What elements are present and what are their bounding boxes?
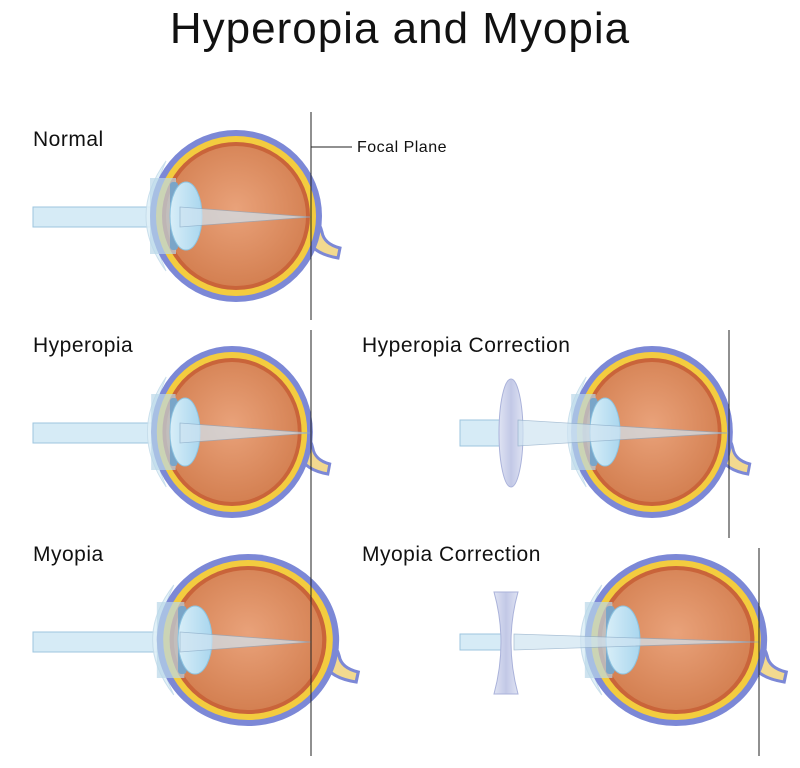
hyperopia-correction-eye bbox=[459, 345, 752, 519]
concave-lens bbox=[493, 591, 519, 695]
normal-label: Normal bbox=[33, 128, 104, 151]
hyperopia-correction-label: Hyperopia Correction bbox=[362, 334, 571, 357]
focal-plane-label: Focal Plane bbox=[357, 139, 447, 156]
myopia-eye bbox=[32, 553, 360, 727]
page-title: Hyperopia and Myopia bbox=[169, 4, 631, 53]
normal-eye bbox=[32, 129, 342, 303]
myopia-correction-eye bbox=[459, 553, 788, 727]
hyperopia-eye bbox=[32, 345, 332, 519]
myopia-label: Myopia bbox=[33, 543, 104, 566]
hyperopia-label: Hyperopia bbox=[33, 334, 134, 357]
myopia-correction-label: Myopia Correction bbox=[362, 543, 541, 566]
normal-rays bbox=[179, 206, 312, 228]
